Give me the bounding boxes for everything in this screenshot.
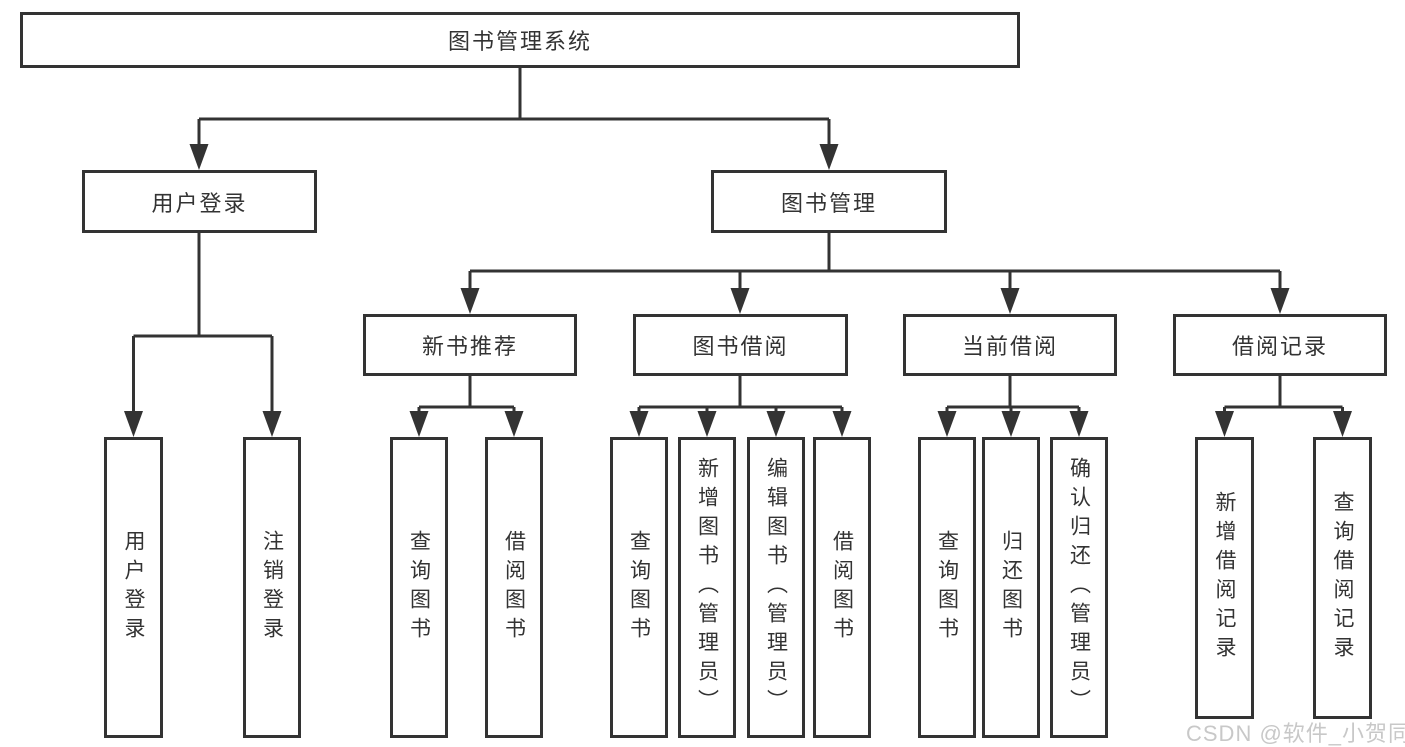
leaf-return-books: 归还图书 bbox=[982, 437, 1040, 738]
node-book-borrow: 图书借阅 bbox=[633, 314, 848, 376]
leaf-confirm-return-admin: 确认归还（管理员） bbox=[1050, 437, 1108, 738]
leaf-query-borrow-record: 查询借阅记录 bbox=[1313, 437, 1372, 719]
node-root: 图书管理系统 bbox=[20, 12, 1020, 68]
leaf-borrow-books-recommend: 借阅图书 bbox=[485, 437, 543, 738]
leaf-add-borrow-record: 新增借阅记录 bbox=[1195, 437, 1254, 719]
node-current-borrow: 当前借阅 bbox=[903, 314, 1117, 376]
leaf-add-book-admin: 新增图书（管理员） bbox=[678, 437, 736, 738]
leaf-query-books-current: 查询图书 bbox=[918, 437, 976, 738]
leaf-user-login: 用户登录 bbox=[104, 437, 163, 738]
csdn-watermark: CSDN @软件_小贺同学 bbox=[1186, 721, 1405, 746]
leaf-borrow-books: 借阅图书 bbox=[813, 437, 871, 738]
node-borrow-records: 借阅记录 bbox=[1173, 314, 1387, 376]
node-user-login: 用户登录 bbox=[82, 170, 317, 233]
leaf-edit-book-admin: 编辑图书（管理员） bbox=[747, 437, 805, 738]
node-new-book-recommend: 新书推荐 bbox=[363, 314, 577, 376]
leaf-logout: 注销登录 bbox=[243, 437, 301, 738]
node-book-management: 图书管理 bbox=[711, 170, 947, 233]
leaf-query-books-borrow: 查询图书 bbox=[610, 437, 668, 738]
leaf-query-books-recommend: 查询图书 bbox=[390, 437, 448, 738]
